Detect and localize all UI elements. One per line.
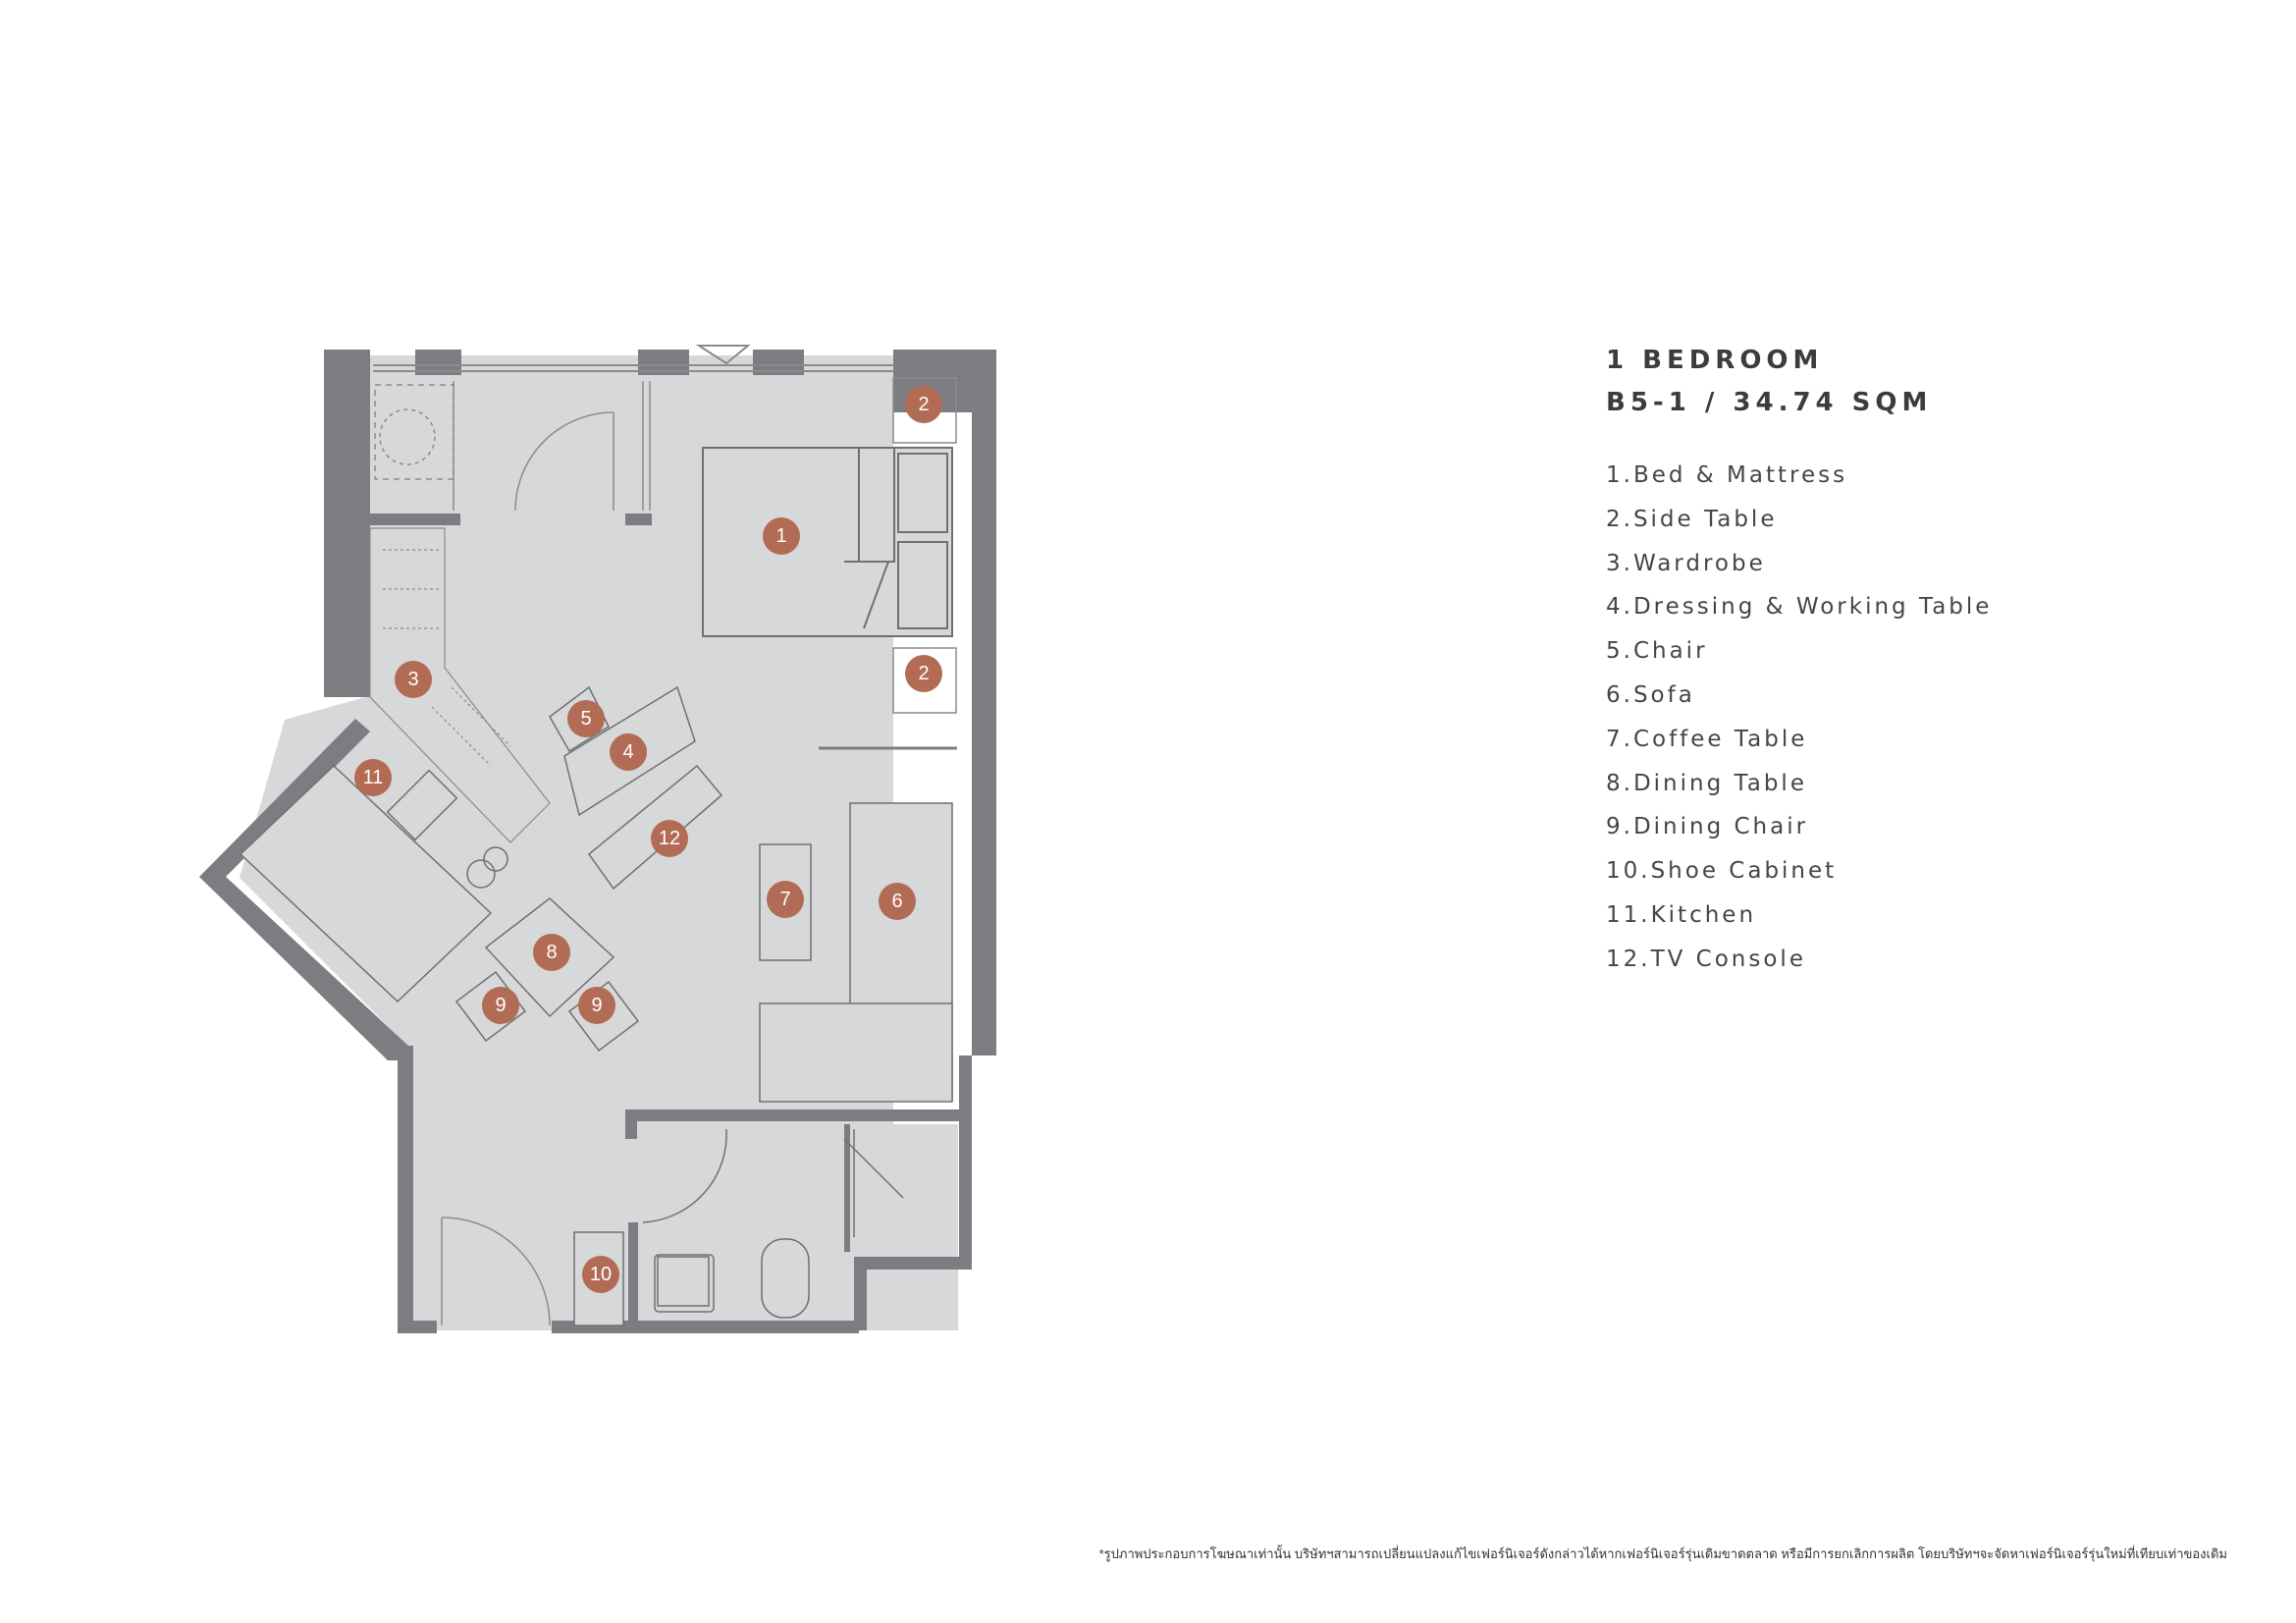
legend-item: 6.Sofa: [1606, 681, 1695, 708]
furniture-legend: 1.Bed & Mattress 2.Side Table 3.Wardrobe…: [1606, 454, 1992, 982]
marker-circle: [763, 517, 800, 555]
legend-item: 7.Coffee Table: [1606, 726, 1808, 752]
marker-9: 9: [578, 987, 615, 1024]
marker-label: 11: [363, 767, 384, 788]
unit-type-title: 1 BEDROOM: [1606, 346, 1824, 375]
marker-label: 2: [918, 394, 929, 415]
balcony-details: [374, 381, 651, 512]
legend-item: 12.TV Console: [1606, 946, 1806, 972]
legend-item: 4.Dressing & Working Table: [1606, 594, 1993, 621]
marker-8: 8: [533, 934, 570, 971]
marker-7: 7: [767, 881, 804, 918]
side-tables: [892, 377, 957, 714]
marker-circle: [610, 733, 647, 771]
legend-item: 1.Bed & Mattress: [1606, 462, 1848, 488]
marker-4: 4: [610, 733, 647, 771]
marker-1: 1: [763, 517, 800, 555]
marker-circle: [395, 661, 432, 698]
kitchen-counter: [239, 764, 508, 1003]
legend-item: 2.Side Table: [1606, 506, 1778, 532]
marker-2: 2: [905, 386, 942, 423]
coffee-table: [759, 843, 812, 961]
marker-3: 3: [395, 661, 432, 698]
legend-item: 11.Kitchen: [1606, 901, 1757, 928]
marker-label: 8: [546, 942, 557, 963]
wardrobe: [369, 527, 551, 843]
legend-item: 5.Chair: [1606, 638, 1708, 665]
marker-label: 4: [622, 741, 633, 763]
legend-item: 10.Shoe Cabinet: [1606, 858, 1838, 885]
marker-label: 2: [918, 663, 929, 684]
legend-item: 3.Wardrobe: [1606, 550, 1766, 576]
marker-circle: [582, 1256, 619, 1293]
marker-label: 5: [580, 708, 591, 730]
marker-circle: [651, 820, 688, 857]
legend-item: 9.Dining Chair: [1606, 814, 1809, 840]
marker-label: 12: [659, 828, 680, 849]
marker-10: 10: [582, 1256, 619, 1293]
marker-2: 2: [905, 655, 942, 692]
marker-circle: [533, 934, 570, 971]
marker-6: 6: [879, 883, 916, 920]
marker-12: 12: [651, 820, 688, 857]
bathroom-fixtures: [642, 1128, 904, 1319]
marker-label: 1: [775, 525, 786, 547]
marker-label: 9: [591, 995, 602, 1016]
marker-label: 3: [407, 669, 418, 690]
marker-9: 9: [482, 987, 519, 1024]
bed: [702, 447, 953, 637]
marker-circle: [905, 655, 942, 692]
window-lines: [373, 345, 893, 372]
marker-label: 9: [495, 995, 506, 1016]
marker-circle: [482, 987, 519, 1024]
legend-item: 8.Dining Table: [1606, 770, 1807, 796]
unit-code-area: B5-1 / 34.74 SQM: [1606, 388, 1933, 417]
marker-circle: [578, 987, 615, 1024]
entrance-door: [441, 1217, 551, 1326]
marker-circle: [879, 883, 916, 920]
legend-panel: 1 BEDROOM B5-1 / 34.74 SQM 1.Bed & Mattr…: [1606, 340, 1992, 982]
marker-circle: [905, 386, 942, 423]
marker-11: 11: [354, 759, 392, 796]
marker-label: 6: [891, 891, 902, 912]
marker-circle: [354, 759, 392, 796]
marker-label: 10: [590, 1264, 612, 1285]
marker-circle: [767, 881, 804, 918]
marker-circle: [567, 700, 605, 737]
marker-5: 5: [567, 700, 605, 737]
marker-label: 7: [779, 889, 790, 910]
disclaimer-note: *รูปภาพประกอบการโฆษณาเท่านั้น บริษัทฯสาม…: [1098, 1546, 2227, 1561]
sofa: [759, 802, 953, 1103]
